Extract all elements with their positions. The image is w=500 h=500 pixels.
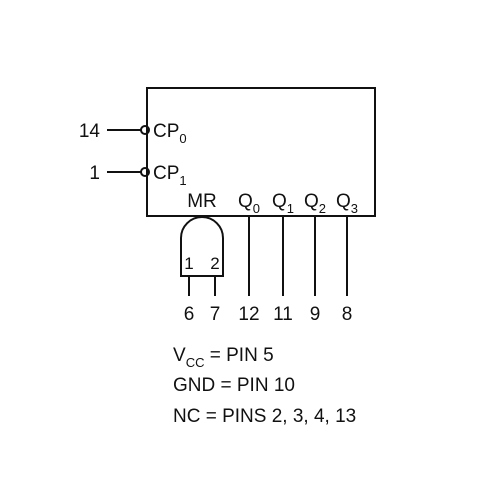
master-reset-gate: MR 1 2 6 7 (180, 191, 224, 325)
pin-6-label: 6 (184, 304, 195, 325)
cp1-inversion-bubble (140, 167, 150, 177)
pin-1-label: 1 (89, 163, 100, 184)
output-q3: Q3 8 (336, 191, 358, 325)
gate-input-1-label: 1 (184, 254, 193, 273)
gnd-note: GND = PIN 10 (173, 375, 295, 396)
q1-label: Q1 (272, 191, 294, 216)
cp1-label: CP1 (153, 163, 187, 188)
mr-label: MR (187, 191, 217, 212)
pin-14-label: 14 (79, 121, 101, 142)
nc-note: NC = PINS 2, 3, 4, 13 (173, 406, 356, 427)
input-cp1: 1 CP1 (89, 163, 186, 188)
pin-notes: VCC = PIN 5 GND = PIN 10 NC = PINS 2, 3,… (173, 345, 356, 427)
q3-label: Q3 (336, 191, 358, 216)
cp0-label: CP0 (153, 121, 187, 146)
pin-9-label: 9 (310, 304, 321, 325)
gate-input-2-label: 2 (210, 254, 219, 273)
vcc-note: VCC = PIN 5 (173, 345, 274, 370)
output-q2: Q2 9 (304, 191, 326, 325)
pin-11-label: 11 (273, 304, 293, 325)
pin-7-label: 7 (210, 304, 221, 325)
and-gate-symbol (180, 216, 224, 277)
pin-12-label: 12 (238, 304, 259, 325)
output-q1: Q1 11 (272, 191, 294, 325)
pin-8-label: 8 (342, 304, 353, 325)
q2-label: Q2 (304, 191, 326, 216)
input-cp0: 14 CP0 (79, 121, 187, 146)
output-q0: Q0 12 (238, 191, 260, 325)
ic-body (146, 87, 376, 217)
q0-label: Q0 (238, 191, 260, 216)
cp0-inversion-bubble (140, 125, 150, 135)
